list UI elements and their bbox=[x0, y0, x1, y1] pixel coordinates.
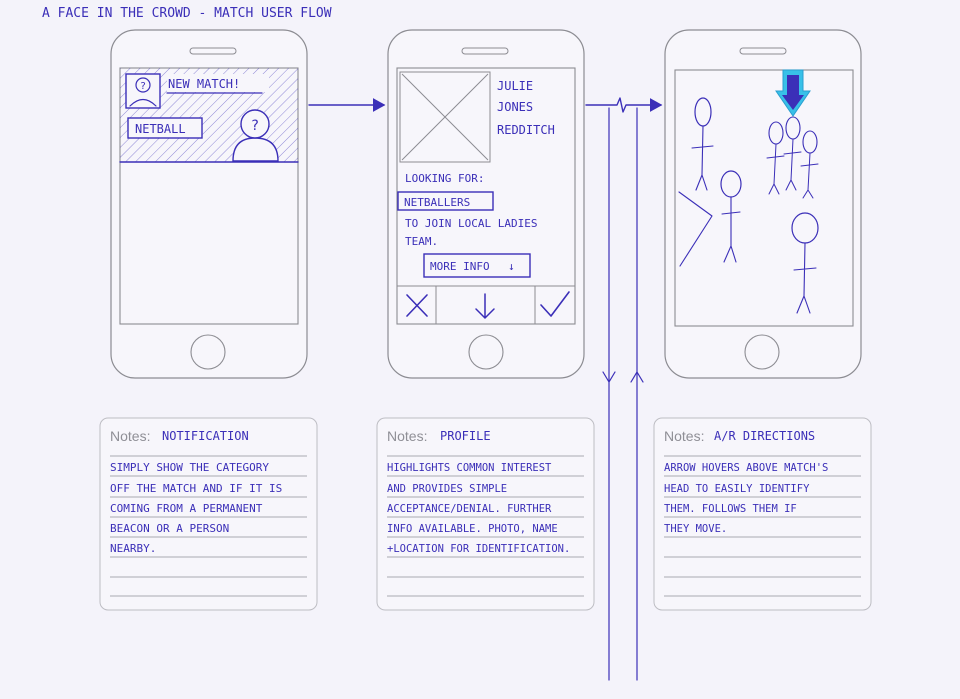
reject-icon[interactable] bbox=[397, 286, 436, 324]
notes-title: A/R DIRECTIONS bbox=[714, 429, 815, 443]
stick-figure-2 bbox=[720, 170, 742, 263]
note-line: COMING FROM A PERMANENT bbox=[110, 502, 263, 515]
note-line: SIMPLY SHOW THE CATEGORY bbox=[110, 461, 269, 474]
note-line: NEARBY. bbox=[110, 542, 156, 555]
note-line: AND PROVIDES SIMPLE bbox=[387, 483, 507, 495]
stick-figure-1 bbox=[691, 97, 714, 191]
note-line: ARROW HOVERS ABOVE MATCH'S bbox=[664, 462, 828, 474]
notes-card-ar-directions: Notes: A/R DIRECTIONS ARROW HOVERS ABOVE… bbox=[653, 417, 872, 611]
looking-for-label: LOOKING FOR: bbox=[405, 172, 484, 185]
notes-label: Notes: bbox=[664, 428, 704, 444]
interest-tag: NETBALLERS bbox=[397, 191, 494, 211]
match-figure bbox=[783, 116, 802, 191]
notes-card-profile: Notes: PROFILE HIGHLIGHTS COMMON INTERES… bbox=[376, 417, 595, 611]
svg-text:?: ? bbox=[140, 81, 146, 92]
profile-name-line-1: JULIE bbox=[497, 79, 533, 93]
profile-name-line-2: JONES bbox=[497, 100, 533, 114]
note-line: HEAD TO EASILY IDENTIFY bbox=[664, 483, 810, 495]
note-line: INFO AVAILABLE. PHOTO, NAME bbox=[387, 523, 558, 535]
more-info-down-icon[interactable] bbox=[436, 286, 535, 324]
phone-notification: ? NEW MATCH! NETBALL ? bbox=[110, 29, 308, 379]
partial-figure bbox=[678, 191, 713, 267]
profile-photo-placeholder bbox=[399, 71, 491, 163]
ar-marker-arrow-icon bbox=[775, 69, 811, 117]
note-line: BEACON OR A PERSON bbox=[110, 522, 229, 535]
svg-text:?: ? bbox=[251, 118, 259, 134]
stick-figure-3 bbox=[766, 121, 785, 195]
note-line: THEM. FOLLOWS THEM IF bbox=[664, 503, 797, 515]
profile-location: REDDITCH bbox=[497, 123, 555, 137]
stick-figure-6 bbox=[791, 212, 819, 314]
phone-profile: JULIE JONES REDDITCH LOOKING FOR: NETBAL… bbox=[387, 29, 585, 379]
more-info-button[interactable]: MORE INFO ↓ bbox=[423, 253, 531, 278]
new-match-label: NEW MATCH! bbox=[168, 77, 240, 91]
notes-label: Notes: bbox=[387, 428, 427, 444]
note-line: THEY MOVE. bbox=[664, 523, 727, 535]
svg-text:NETBALL: NETBALL bbox=[135, 122, 186, 136]
category-tag: NETBALL bbox=[127, 117, 203, 139]
svg-text:MORE INFO: MORE INFO bbox=[430, 260, 490, 273]
avatar-icon: ? bbox=[125, 73, 161, 109]
notes-title: PROFILE bbox=[440, 429, 491, 443]
note-line: +LOCATION FOR IDENTIFICATION. bbox=[387, 543, 570, 555]
note-line: HIGHLIGHTS COMMON INTEREST bbox=[387, 462, 552, 474]
person-silhouette-icon: ? bbox=[232, 109, 279, 162]
flow-arrow-2 bbox=[585, 97, 663, 113]
phone-ar-directions bbox=[664, 29, 862, 379]
accept-check-icon[interactable] bbox=[535, 286, 575, 324]
page-title: A FACE IN THE CROWD - MATCH USER FLOW bbox=[42, 6, 332, 21]
stick-figure-5 bbox=[800, 130, 819, 199]
note-line: ACCEPTANCE/DENIAL. FURTHER bbox=[387, 503, 552, 515]
note-line: OFF THE MATCH AND IF IT IS bbox=[110, 482, 282, 495]
svg-text:NETBALLERS: NETBALLERS bbox=[404, 196, 470, 209]
notes-card-notification: Notes: NOTIFICATION SIMPLY SHOW THE CATE… bbox=[99, 417, 318, 611]
description-line-1: TO JOIN LOCAL LADIES bbox=[405, 217, 537, 230]
description-line-2: TEAM. bbox=[405, 235, 438, 248]
notes-label: Notes: bbox=[110, 428, 150, 444]
notes-title: NOTIFICATION bbox=[162, 429, 249, 443]
arrow-down-icon: ↓ bbox=[508, 260, 515, 273]
